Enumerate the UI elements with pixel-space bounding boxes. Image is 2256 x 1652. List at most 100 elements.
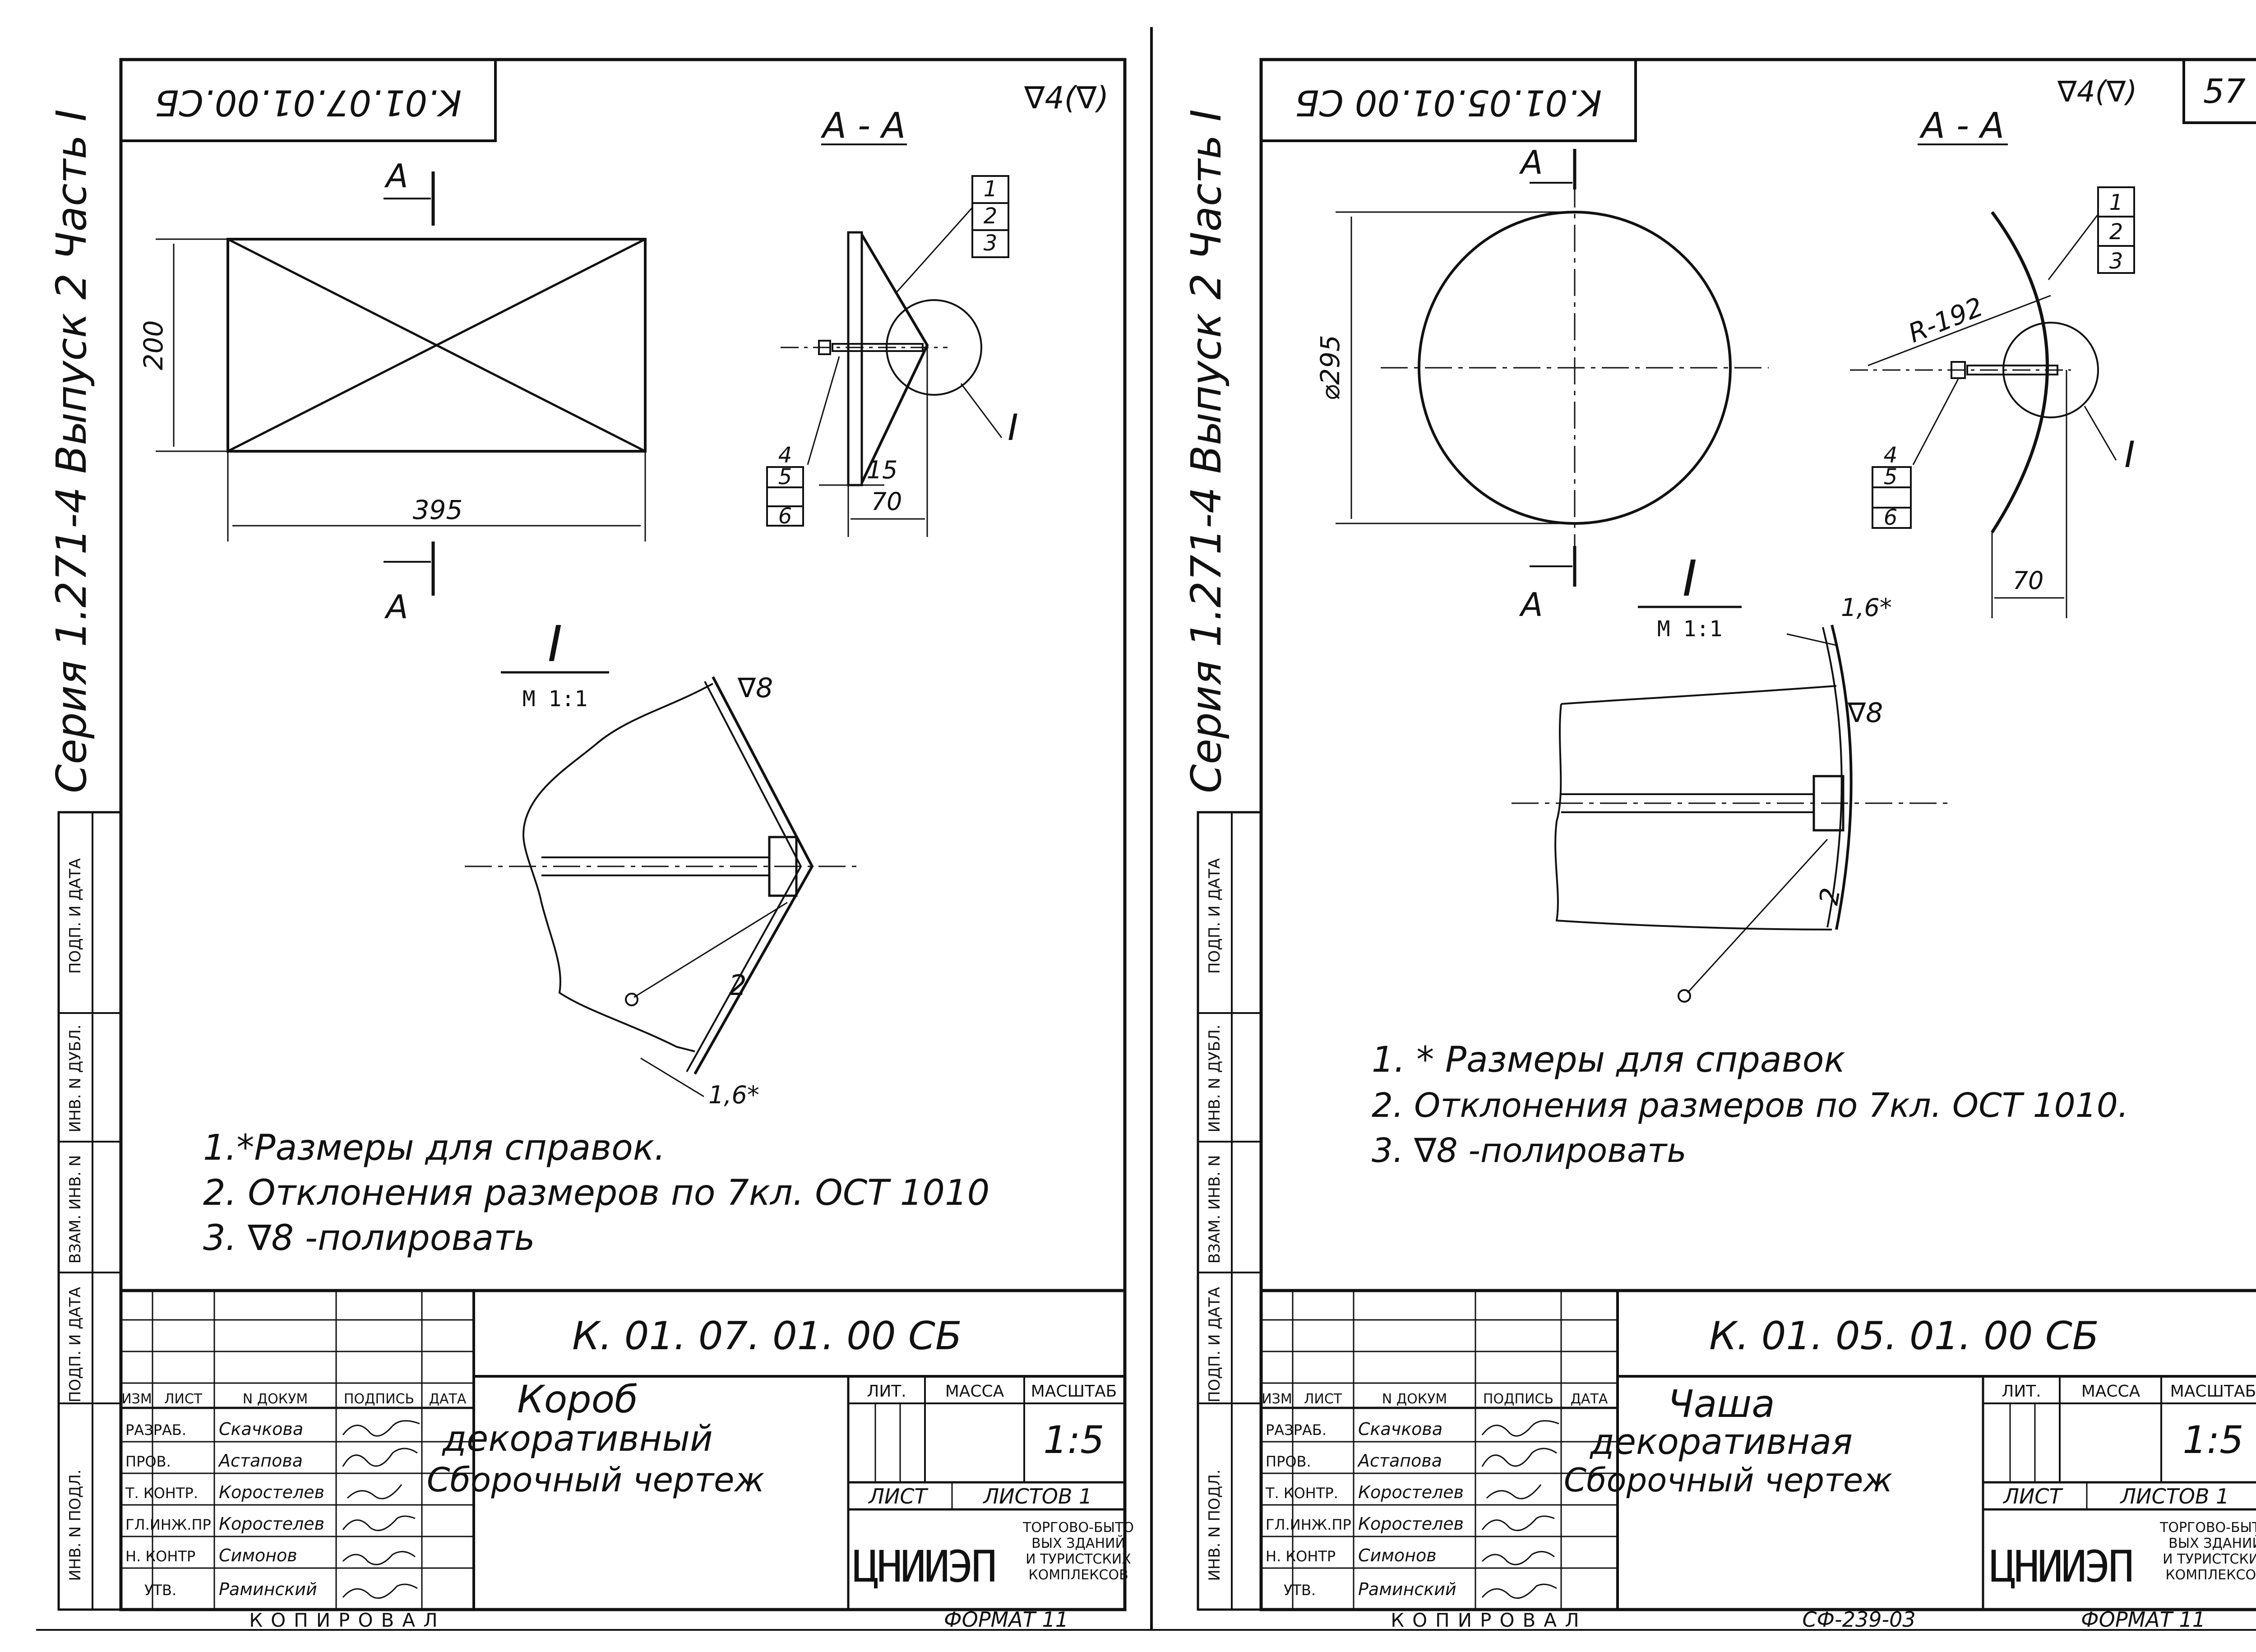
right-code-box (1260, 58, 1637, 142)
left-footer-copy: КОПИРОВАЛ (249, 1609, 445, 1631)
left-leader-I (960, 383, 1003, 438)
right-dim-16: 1,6* (1841, 593, 1892, 622)
right-stamp-label: ПОДП. И ДАТА (1206, 1287, 1224, 1402)
left-callout-5: 5 (778, 464, 792, 490)
left-signature (342, 1583, 418, 1599)
left-detail-leader-dot (625, 993, 638, 1006)
left-tb-name-2: декоративный (441, 1419, 712, 1459)
right-tb-name-2: декоративная (1589, 1422, 1853, 1462)
left-bolt (832, 343, 924, 352)
right-tb-role: ПРОВ. (1266, 1453, 1311, 1470)
right-detail-num-2: 2 (1813, 885, 1846, 907)
right-leader-I (2084, 406, 2117, 461)
left-detail-profile-inner (686, 681, 802, 1072)
left-callout-4: 4 (778, 443, 792, 468)
right-title-block (1259, 1289, 2256, 1611)
right-detail-leader-dot (1678, 989, 1691, 1003)
right-bolt (1966, 365, 2058, 375)
right-note-3: 3. ∇8 -полировать (1372, 1131, 1687, 1170)
right-footer-format: ФОРМАТ 11 (2081, 1607, 2205, 1632)
right-tb-person: Коростелев (1358, 1482, 1464, 1502)
right-callout-box (2097, 186, 2135, 274)
left-tb-person: Раминский (219, 1579, 317, 1599)
right-tb-listov: ЛИСТОВ 1 (2120, 1484, 2229, 1509)
right-callout-1: 1 (2109, 190, 2123, 215)
right-tb-org-desc: И ТУРИСТСКИХ (2163, 1551, 2256, 1567)
right-signature (1481, 1551, 1555, 1565)
right-tb-role: Н. КОНТР (1266, 1548, 1336, 1565)
right-signature (1486, 1484, 1542, 1499)
left-title-block (119, 1289, 1127, 1611)
right-dim-radius: R-192 (1904, 292, 1988, 349)
right-roughness: ∇4(∇) (2057, 75, 2137, 109)
left-tb-header: ИЗМ (121, 1391, 152, 1407)
left-tb-org: ЦНИИЭП (853, 1541, 997, 1592)
right-callout-4: 4 (1884, 443, 1898, 468)
right-dim-70: 70 (2013, 566, 2044, 595)
left-code-rotated: K.01.07.01.00.СБ (155, 82, 462, 123)
right-radius-line (1868, 295, 2051, 366)
left-tb-org-desc: ТОРГОВО-БЫТО (1022, 1520, 1134, 1536)
right-tb-org-desc: КОМПЛЕКСОВ (2165, 1567, 2256, 1583)
left-note-2: 2. Отклонения размеров по 7кл. ОСТ 1010 (203, 1173, 989, 1213)
left-leader-456 (807, 356, 840, 465)
left-nut (818, 340, 831, 355)
left-callout-2: 2 (984, 204, 998, 229)
left-tb-role: ГЛ.ИНЖ.ПР (125, 1516, 211, 1533)
right-section-I-mark: I (2124, 434, 2135, 476)
left-tb-name-1: Короб (517, 1377, 638, 1421)
right-detail-top-edge (1561, 685, 1837, 705)
left-cut-label-bottom: А (384, 588, 408, 626)
right-signature (1481, 1420, 1559, 1437)
right-stamp-label: ВЗАМ. ИНВ. N (1206, 1155, 1224, 1264)
right-leader-456 (1912, 379, 1959, 465)
left-box-diagonal (227, 238, 646, 453)
left-dim-15: 15 (867, 456, 898, 484)
right-weld-mark: ∇8 (1847, 697, 1883, 729)
right-tb-role: Т. КОНТР. (1265, 1485, 1338, 1502)
left-detail-num-2: 2 (729, 969, 746, 1002)
left-dim-height: 200 (138, 320, 169, 370)
right-tb-person: Астапова (1357, 1451, 1442, 1471)
right-signature (1481, 1515, 1555, 1532)
right-stamp-label: ИНВ. N ДУБЛ. (1206, 1024, 1224, 1132)
left-callout-6: 6 (778, 504, 792, 529)
left-tb-header: N ДОКУМ (243, 1391, 308, 1407)
right-detail-circle (2002, 322, 2099, 418)
right-sheet: K.01.05.01.00 СБ ∇4(∇) 57 Серия 1.271-4 … (1182, 58, 2256, 1632)
left-tb-role: Т. КОНТР. (125, 1485, 198, 1502)
left-sheet: K.01.07.01.00.СБ ∇4(∇) Серия 1.271-4 Вып… (47, 58, 1134, 1632)
right-tb-org-desc: ВЫХ ЗДАНИЙ (2168, 1535, 2256, 1551)
right-stamp-label: ИНВ. N ПОДЛ. (1206, 1469, 1224, 1581)
left-code-box (120, 58, 497, 142)
left-signature (342, 1420, 420, 1437)
right-detail-break-line (1554, 703, 1832, 930)
left-signature (342, 1551, 416, 1565)
left-cut-label-top: А (384, 157, 408, 195)
left-detail-scale: М 1:1 (522, 686, 588, 712)
left-tb-code: К. 01. 07. 01. 00 СБ (572, 1314, 962, 1359)
left-detail-circle (886, 299, 982, 396)
right-dim-diameter: ⌀295 (1315, 335, 1345, 401)
right-tb-role: ГЛ.ИНЖ.ПР (1266, 1516, 1351, 1533)
left-tb-person: Коростелев (219, 1482, 324, 1502)
left-stamp-label: ИНВ. N ПОДЛ. (66, 1469, 84, 1581)
right-tb-person: Коростелев (1358, 1514, 1464, 1534)
right-callout-6: 6 (1884, 505, 1898, 530)
right-section-label: А - А (1919, 106, 2004, 146)
left-tb-list: ЛИСТ (868, 1484, 929, 1509)
left-stamp-label: ИНВ. N ДУБЛ. (66, 1024, 84, 1132)
right-tb-name-1: Чаша (1668, 1382, 1775, 1426)
left-callout-3: 3 (984, 231, 998, 256)
right-tb-masshtab: МАСШТАБ (2170, 1382, 2256, 1401)
left-detail-label: I (548, 615, 562, 673)
left-series-text: Серия 1.271-4 Выпуск 2 Часть I (47, 109, 96, 793)
left-tb-listov: ЛИСТОВ 1 (983, 1484, 1092, 1509)
left-weld-mark: ∇8 (737, 672, 773, 704)
right-detail-shell-inner (1822, 627, 1843, 928)
left-detail-leader (633, 902, 788, 998)
left-callout-box (971, 175, 1009, 258)
left-tb-role: ПРОВ. (125, 1453, 171, 1470)
right-tb-header: N ДОКУМ (1382, 1391, 1447, 1407)
